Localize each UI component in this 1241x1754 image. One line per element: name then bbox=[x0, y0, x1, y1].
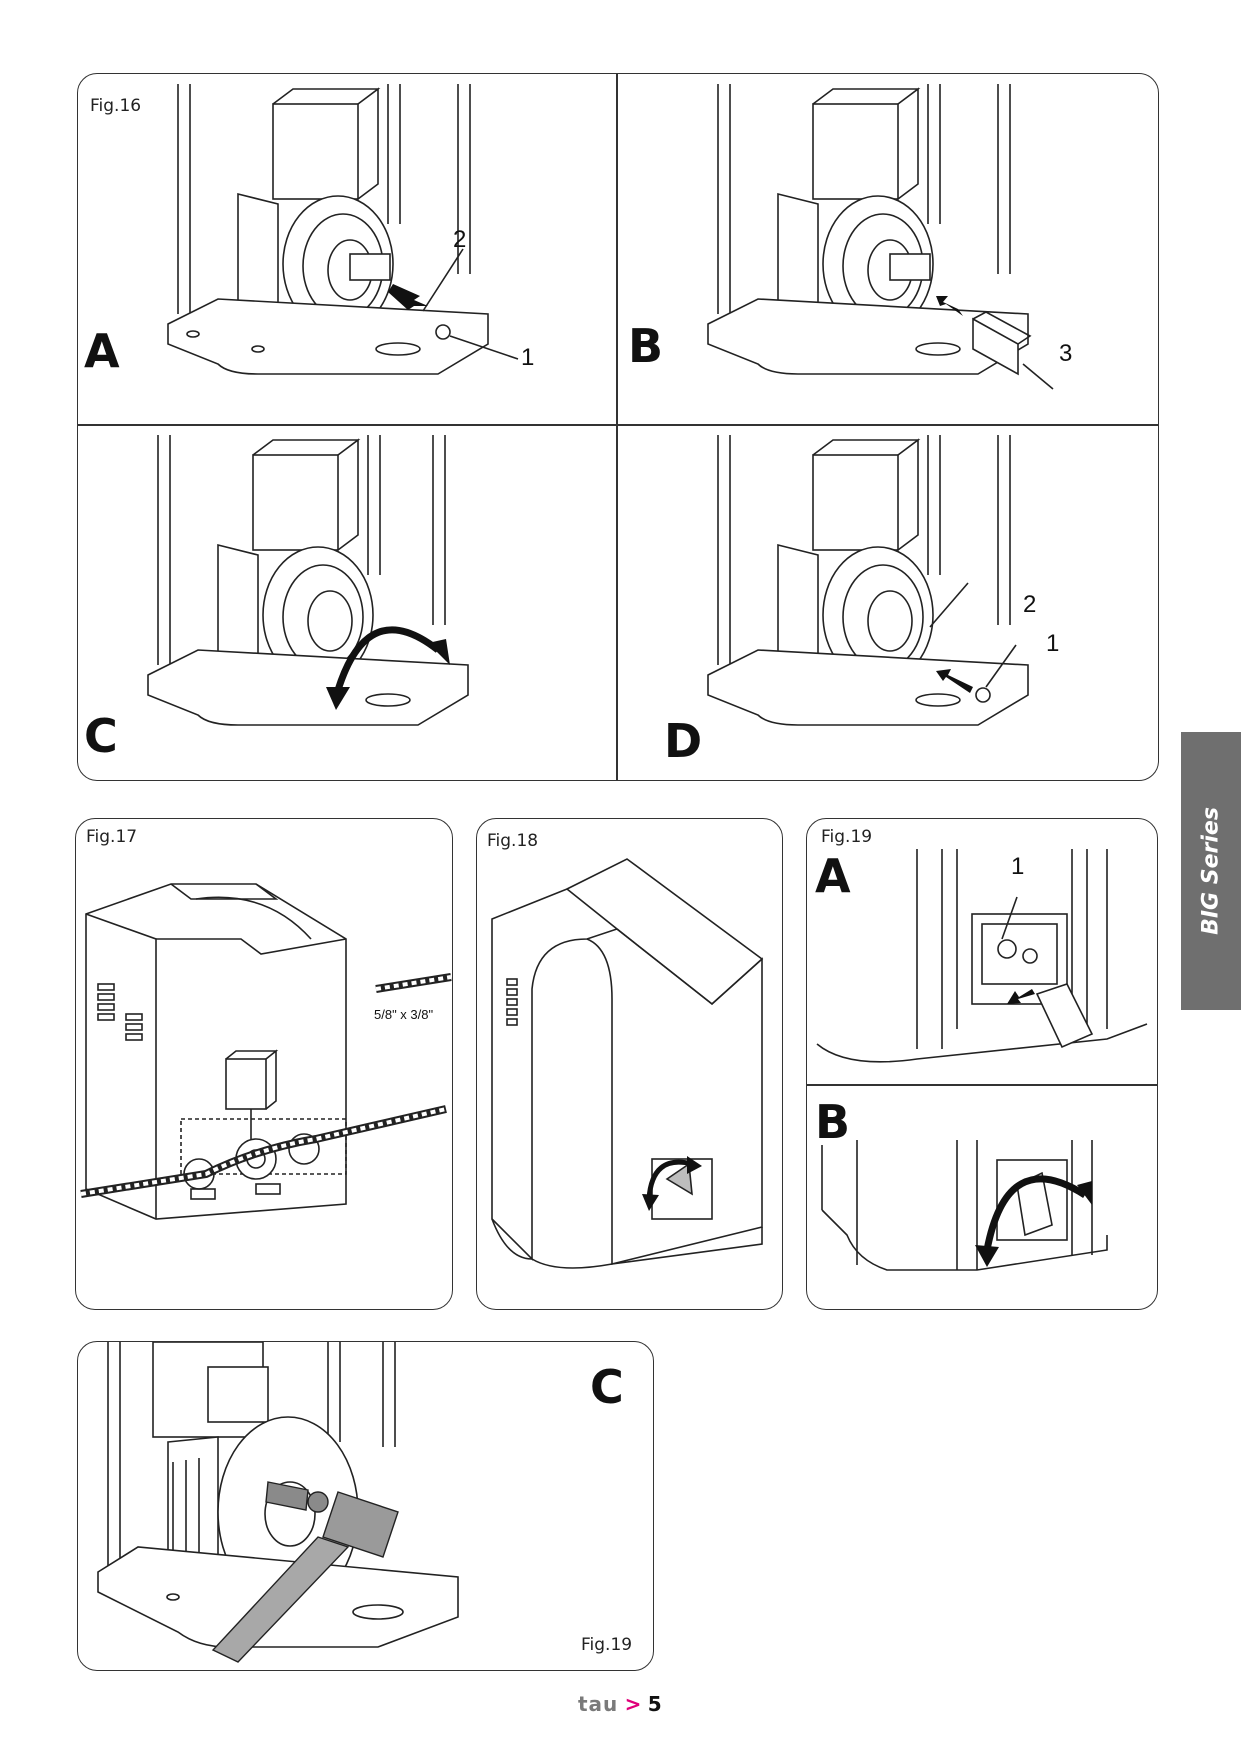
fig19a-letter: A bbox=[815, 849, 851, 903]
brand-logo: tau bbox=[578, 1692, 619, 1716]
fig16a-motor-drawing bbox=[167, 84, 519, 375]
fig16c-motor-drawing bbox=[147, 435, 469, 726]
fig19-panel: Fig.19 A 1 B bbox=[806, 818, 1158, 1310]
fig16a-callout-1: 1 bbox=[521, 344, 535, 371]
fig19-horizontal-divider bbox=[807, 1084, 1157, 1086]
fig16-label: Fig.16 bbox=[90, 96, 142, 116]
fig16a-letter: A bbox=[84, 324, 120, 378]
fig16-horizontal-divider bbox=[78, 424, 1158, 426]
fig16d-motor-drawing bbox=[707, 435, 1029, 726]
fig19c-label: Fig.19 bbox=[581, 1635, 633, 1655]
page-number: 5 bbox=[647, 1692, 662, 1716]
page-footer: tau > 5 bbox=[578, 1692, 662, 1716]
fig16a-callout-2: 2 bbox=[453, 226, 467, 253]
fig16b-callout-3: 3 bbox=[1059, 340, 1073, 367]
fig16d-callout-2: 2 bbox=[1023, 591, 1037, 618]
fig16b-letter: B bbox=[628, 319, 664, 373]
chevron-icon: > bbox=[624, 1692, 642, 1716]
fig19a-callout-1: 1 bbox=[1011, 853, 1025, 880]
fig16c-letter: C bbox=[84, 709, 118, 763]
fig16d-callout-1: 1 bbox=[1046, 630, 1060, 657]
fig18-cover-drawing bbox=[491, 858, 764, 1269]
fig19c-panel: C Fig.19 bbox=[77, 1341, 654, 1671]
fig18-panel: Fig.18 bbox=[476, 818, 783, 1310]
series-side-tab-text: BIG Series bbox=[1198, 807, 1224, 935]
fig19c-letter: C bbox=[590, 1360, 624, 1414]
fig17-chain-size-label: 5/8" x 3/8" bbox=[374, 1007, 434, 1022]
fig19b-letter: B bbox=[815, 1095, 851, 1149]
fig16b-motor-drawing bbox=[707, 84, 1054, 390]
series-side-tab: BIG Series bbox=[1181, 732, 1241, 1010]
fig19c-hammer-drawing bbox=[97, 1342, 459, 1663]
fig16d-letter: D bbox=[664, 714, 703, 768]
fig16-panel: Fig.16 A 2 1 bbox=[77, 73, 1159, 781]
fig18-label: Fig.18 bbox=[487, 831, 539, 851]
fig17-label: Fig.17 bbox=[86, 827, 138, 847]
fig17-panel: Fig.17 5/8" bbox=[75, 818, 453, 1310]
fig16-vertical-divider bbox=[616, 74, 618, 780]
fig19-label: Fig.19 bbox=[821, 827, 873, 847]
fig19a-release-drawing bbox=[816, 849, 1148, 1063]
fig19b-release-drawing bbox=[821, 1140, 1108, 1271]
fig17-motor-chain-drawing bbox=[80, 883, 452, 1220]
